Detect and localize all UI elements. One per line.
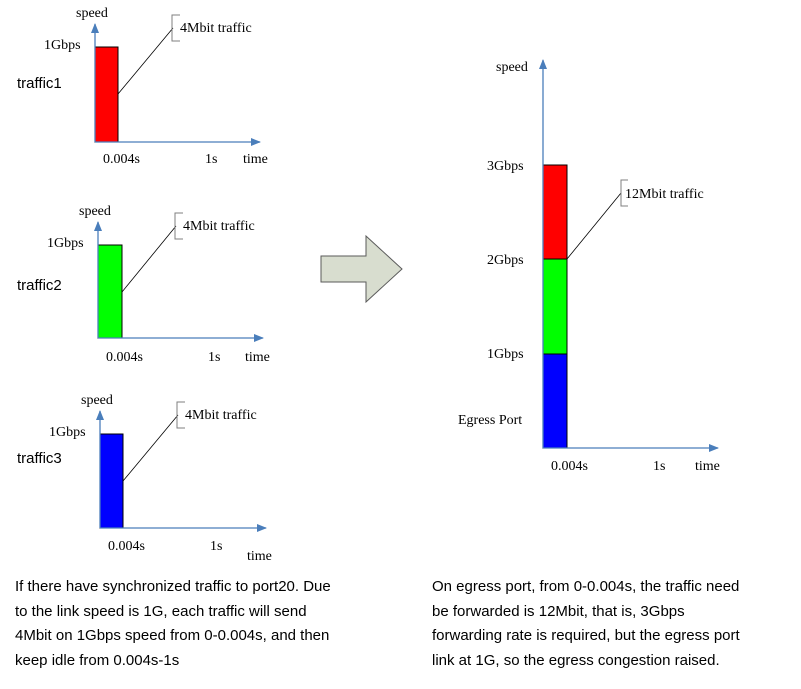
traffic3-chart: speed 1Gbps traffic3 0.004s 1s time 4Mbi… [17, 393, 272, 564]
egress-bar-traffic3 [542, 353, 568, 449]
x-axis-label: time [245, 350, 270, 365]
traffic1-bar [94, 46, 119, 143]
x-axis-label: time [247, 549, 272, 564]
traffic-label: traffic1 [17, 75, 62, 92]
right-arrow-icon [320, 234, 403, 304]
x-tick-label: 0.004s [108, 539, 145, 554]
egress-bar-traffic1 [542, 164, 568, 260]
callout-line [122, 414, 179, 482]
traffic-label: traffic2 [17, 277, 62, 294]
x-tick-label: 1s [210, 539, 222, 554]
callout-line [121, 225, 177, 293]
egress-port-label: Egress Port [458, 413, 522, 428]
text-line: If there have synchronized traffic to po… [15, 578, 331, 595]
callout-label: 4Mbit traffic [180, 21, 252, 36]
text-line: be forwarded is 12Mbit, that is, 3Gbps [432, 602, 685, 620]
callout-line [117, 27, 174, 95]
x-tick-label: 1s [653, 459, 665, 474]
y-tick-label: 3Gbps [487, 159, 524, 174]
callout-bracket [174, 212, 183, 240]
right-description: On egress port, from 0-0.004s, the traff… [432, 575, 740, 673]
y-tick-label: 1Gbps [44, 38, 81, 53]
x-tick-label: 0.004s [103, 152, 140, 167]
y-tick-label: 1Gbps [487, 347, 524, 362]
left-description: If there have synchronized traffic to po… [15, 575, 331, 673]
x-tick-label: 0.004s [106, 350, 143, 365]
x-axis-label: time [695, 459, 720, 474]
callout-label: 12Mbit traffic [625, 187, 704, 202]
y-tick-label: 1Gbps [47, 236, 84, 251]
traffic2-bar [97, 244, 123, 339]
y-axis-label: speed [81, 393, 113, 408]
egress-bar-traffic2 [542, 258, 568, 355]
traffic1-chart: speed 1Gbps traffic1 0.004s 1s time 4Mbi… [17, 6, 268, 167]
y-tick-label: 1Gbps [49, 425, 86, 440]
traffic3-bar [99, 433, 124, 529]
traffic-label: traffic3 [17, 450, 62, 467]
y-tick-label: 2Gbps [487, 253, 524, 268]
callout-bracket [620, 179, 628, 207]
text-line: keep idle from 0.004s-1s [15, 651, 180, 669]
callout-bracket [171, 14, 180, 42]
y-axis-label: speed [496, 60, 528, 75]
x-axis-label: time [243, 152, 268, 167]
text-line: to the link speed is 1G, each traffic wi… [15, 602, 307, 620]
y-axis-label: speed [76, 6, 108, 21]
x-tick-label: 1s [208, 350, 220, 365]
callout-label: 4Mbit traffic [185, 408, 257, 423]
callout-label: 4Mbit traffic [183, 219, 255, 234]
egress-chart: speed 3Gbps 2Gbps 1Gbps Egress Port 0.00… [458, 59, 720, 474]
callout-bracket [176, 401, 185, 429]
callout-line [566, 192, 622, 260]
x-tick-label: 0.004s [551, 459, 588, 474]
y-axis-label: speed [79, 204, 111, 219]
traffic2-chart: speed 1Gbps traffic2 0.004s 1s time 4Mbi… [17, 204, 270, 365]
text-line: link at 1G, so the egress congestion rai… [432, 651, 720, 669]
text-line: forwarding rate is required, but the egr… [432, 627, 740, 644]
text-line: On egress port, from 0-0.004s, the traff… [432, 578, 740, 595]
text-line: 4Mbit on 1Gbps speed from 0-0.004s, and … [15, 627, 330, 644]
x-tick-label: 1s [205, 152, 217, 167]
